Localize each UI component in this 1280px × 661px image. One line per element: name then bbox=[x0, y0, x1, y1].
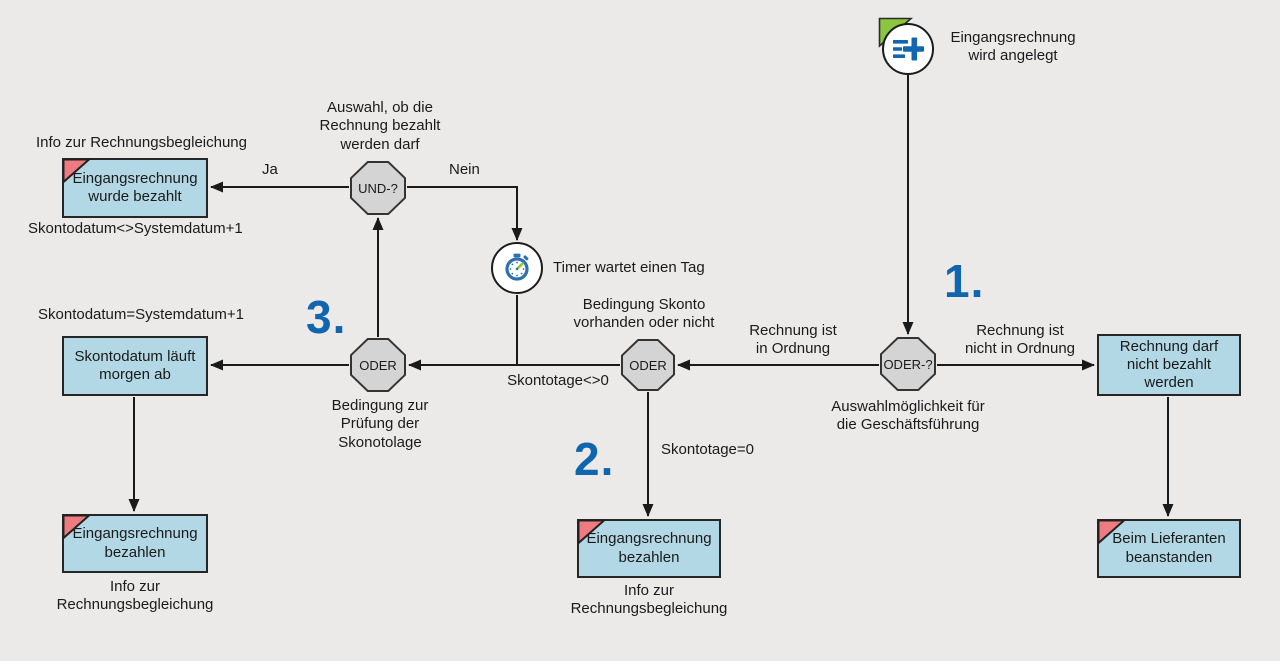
function-red-flag-icon bbox=[577, 519, 607, 546]
label-skontotage-ungleich-null: Skontotage<>0 bbox=[507, 372, 609, 389]
label-auswahl-ob: Auswahl, ob die Rechnung bezahlt werden … bbox=[319, 99, 441, 153]
label-auswahlmoeglichkeit: Auswahlmöglichkeit für die Geschäftsführ… bbox=[831, 398, 985, 434]
event-skontodatum-laeuft-morgen-ab: Skontodatum läuft morgen ab bbox=[62, 336, 208, 396]
connector-or-main: ODER-? bbox=[880, 337, 936, 391]
box-label: Beim Lieferanten beanstanden bbox=[1112, 530, 1226, 566]
label-rechnung-not-ok: Rechnung ist nicht in Ordnung bbox=[964, 322, 1076, 358]
label-bedingung-skonto: Bedingung Skonto vorhanden oder nicht bbox=[573, 296, 715, 332]
connector-or-left: ODER bbox=[350, 338, 406, 392]
stopwatch-icon bbox=[505, 253, 529, 281]
label-ja: Ja bbox=[262, 161, 278, 178]
label-skontotage-gleich-null: Skontotage=0 bbox=[661, 441, 754, 458]
function-eingangsrechnung-bezahlen-left: Eingangsrechnung bezahlen bbox=[62, 514, 208, 573]
label-bedingung-pruefung: Bedingung zur Prüfung der Skonotolage bbox=[331, 397, 429, 451]
connector-or-left-label: ODER bbox=[359, 357, 397, 373]
connector-and-label: UND-? bbox=[358, 180, 398, 196]
step-number-1: 1. bbox=[944, 255, 985, 307]
label-info-rechnungsbegleichung-top: Info zur Rechnungsbegleichung bbox=[36, 134, 247, 151]
connector-and: UND-? bbox=[350, 161, 406, 215]
label-rechnung-ok: Rechnung ist in Ordnung bbox=[749, 322, 837, 358]
event-rechnung-darf-nicht-bezahlt: Rechnung darf nicht bezahlt werden bbox=[1097, 334, 1241, 396]
label-info-rechnungsbegleichung-left: Info zur Rechnungsbegleichung bbox=[56, 578, 214, 614]
label-info-rechnungsbegleichung-mid: Info zur Rechnungsbegleichung bbox=[570, 582, 728, 618]
start-event-label: Eingangsrechnung wird angelegt bbox=[950, 29, 1076, 65]
step-number-3: 3. bbox=[306, 291, 347, 343]
function-eingangsrechnung-bezahlen-mid: Eingangsrechnung bezahlen bbox=[577, 519, 721, 578]
box-label: Eingangsrechnung bezahlen bbox=[72, 525, 198, 561]
connector-or-main-label: ODER-? bbox=[883, 356, 933, 372]
function-beim-lieferanten-beanstanden: Beim Lieferanten beanstanden bbox=[1097, 519, 1241, 578]
function-red-flag-icon bbox=[62, 514, 92, 541]
box-label: Rechnung darf nicht bezahlt werden bbox=[1119, 337, 1219, 392]
box-label: Skontodatum läuft morgen ab bbox=[74, 347, 196, 383]
function-eingangsrechnung-wurde-bezahlt: Eingangsrechnung wurde bezahlt bbox=[62, 158, 208, 218]
connector-or-mid-label: ODER bbox=[629, 357, 667, 373]
start-event-node bbox=[882, 23, 934, 75]
step-number-2: 2. bbox=[574, 433, 615, 485]
label-nein: Nein bbox=[449, 161, 480, 178]
create-invoice-icon bbox=[893, 37, 924, 61]
label-skontodatum-gleich: Skontodatum=Systemdatum+1 bbox=[38, 306, 244, 323]
connector-or-mid: ODER bbox=[621, 339, 675, 391]
function-red-flag-icon bbox=[62, 158, 92, 185]
box-label: Eingangsrechnung bezahlen bbox=[586, 530, 712, 566]
box-label: Eingangsrechnung wurde bezahlt bbox=[72, 169, 198, 205]
function-red-flag-icon bbox=[1097, 519, 1127, 546]
timer-event-node bbox=[491, 242, 543, 294]
label-skontodatum-ungleich: Skontodatum<>Systemdatum+1 bbox=[28, 220, 243, 237]
label-timer: Timer wartet einen Tag bbox=[553, 259, 705, 276]
